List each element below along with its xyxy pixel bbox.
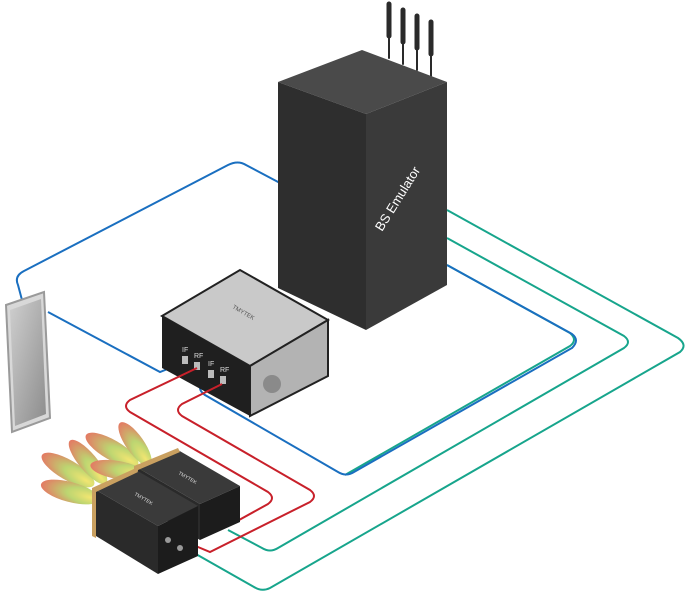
fan-grille-icon: [263, 375, 281, 393]
beamformer-2-top: [138, 450, 240, 504]
port-labels: IF RF IF RF: [182, 347, 229, 374]
port-rf-2: [220, 376, 226, 384]
phone-screen: [10, 299, 46, 426]
if-cable-1: [179, 209, 685, 591]
bs-emulator: BS Emulator: [278, 1, 447, 330]
phone-to-bs-cable: [15, 161, 281, 301]
port-rf-1: [194, 362, 200, 370]
beamformer-1-front: [158, 506, 198, 574]
converter-box: TMYTEK IF RF IF RF: [160, 268, 330, 418]
bs-emulator-top: [278, 50, 447, 114]
rf-cables: [125, 367, 315, 554]
beamformer-1-top: [96, 470, 198, 526]
antenna-icon: [386, 1, 434, 77]
converter-ports: [182, 356, 226, 384]
beamformer-2-antenna-frame: [134, 448, 180, 506]
bs-emulator-left-face: [278, 82, 366, 330]
beamformer-1-side: [96, 490, 158, 574]
beamformer-1: TMYTEK: [92, 468, 198, 574]
rf-cable-1: [125, 367, 273, 527]
port-label-rf-1: RF: [194, 353, 203, 360]
port-label-if-1: IF: [182, 347, 188, 354]
beamformer-2-front: [200, 486, 240, 540]
beamformer-1-connector: [165, 537, 171, 543]
port-label-if-2: IF: [208, 361, 214, 368]
port-if-1: [182, 356, 188, 364]
converter-front-panel: [162, 316, 250, 416]
beamformer-1-connector: [177, 545, 183, 551]
phone-icon: [4, 290, 52, 434]
if-cable-2: [227, 237, 629, 552]
rf-cable-2: [177, 383, 315, 554]
port-if-2: [208, 370, 214, 378]
beamformer-1-antenna-frame: [92, 468, 138, 538]
port-label-rf-2: RF: [220, 367, 229, 374]
bs-emulator-right-face: [366, 82, 447, 330]
